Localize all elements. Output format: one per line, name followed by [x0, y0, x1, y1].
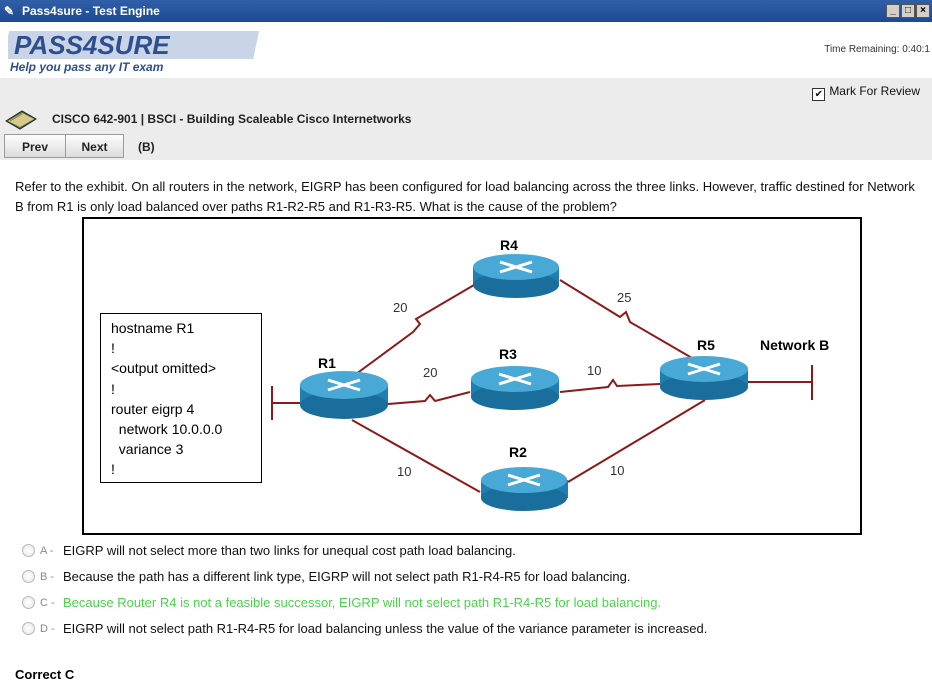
- config-line: router eigrp 4: [111, 400, 195, 417]
- option-d-radio[interactable]: [22, 622, 35, 635]
- config-line: hostname R1: [111, 320, 195, 336]
- option-c-radio[interactable]: [22, 596, 35, 609]
- link-r3-r5: [559, 378, 661, 393]
- option-b-radio[interactable]: [22, 570, 35, 583]
- mark-for-review-checkbox[interactable]: ✔: [812, 88, 826, 101]
- exam-title: CISCO 642-901 | BSCI - Building Scaleabl…: [52, 112, 412, 126]
- logo-main: PASS4SURE: [14, 30, 170, 60]
- time-remaining: Time Remaining: 0:40:1: [824, 44, 930, 55]
- option-a-letter: A -: [40, 545, 54, 557]
- router-r2: [481, 467, 568, 511]
- link-r1-r4: [351, 284, 475, 378]
- link-r1-r3: [387, 391, 471, 405]
- app-icon: ✎: [4, 4, 15, 18]
- option-b-text: Because the path has a different link ty…: [63, 569, 631, 584]
- window-title: Pass4sure - Test Engine: [22, 4, 160, 18]
- option-a-radio[interactable]: [22, 544, 35, 557]
- toolbar-area: ✔Mark For Review CISCO 642-901 | BSCI - …: [0, 78, 932, 160]
- cost-r1-r3: 20: [423, 365, 437, 380]
- mark-for-review[interactable]: ✔Mark For Review: [812, 84, 920, 101]
- option-c-letter: C -: [40, 597, 55, 609]
- question-text: Refer to the exhibit. On all routers in …: [15, 179, 915, 214]
- cost-r4-r5: 25: [617, 290, 631, 305]
- mark-for-review-label: Mark For Review: [829, 84, 920, 98]
- header: PASS4SURE Help you pass any IT exam Time…: [0, 22, 932, 78]
- cost-r2-r5: 10: [610, 463, 624, 478]
- config-line: !: [111, 340, 115, 357]
- config-line: <output omitted>: [111, 360, 217, 377]
- pass4sure-logo: PASS4SURE Help you pass any IT exam: [8, 30, 260, 74]
- window-title-bar: ✎ Pass4sure - Test Engine _ □ ×: [0, 0, 932, 22]
- router-r5: [660, 356, 748, 400]
- router-r3-label: R3: [499, 346, 517, 362]
- router-r3: [471, 366, 559, 410]
- network-b-label: Network B: [760, 337, 829, 353]
- router-r4-label: R4: [500, 237, 518, 253]
- question-id: (B): [138, 140, 155, 154]
- prev-button[interactable]: Prev: [4, 134, 66, 158]
- option-b-letter: B -: [40, 571, 55, 583]
- next-button[interactable]: Next: [65, 134, 124, 158]
- cost-r1-r2: 10: [397, 464, 411, 479]
- cost-r3-r5: 10: [587, 363, 601, 378]
- logo-tagline: Help you pass any IT exam: [10, 60, 164, 74]
- minimize-button[interactable]: _: [886, 4, 900, 18]
- router-r4: [473, 254, 559, 298]
- maximize-button[interactable]: □: [901, 4, 915, 18]
- r1-config-box: hostname R1! <output omitted>! router eigr…: [100, 313, 262, 483]
- link-r4-r5: [559, 279, 693, 359]
- config-line: !: [111, 380, 115, 397]
- router-r1: [300, 371, 388, 419]
- link-r2-r5: [567, 399, 706, 483]
- option-c-text: Because Router R4 is not a feasible succ…: [63, 595, 662, 610]
- config-line: !: [111, 461, 115, 478]
- router-r2-label: R2: [509, 444, 527, 460]
- option-a-text: EIGRP will not select more than two link…: [63, 543, 516, 558]
- book-icon: [5, 110, 37, 130]
- close-button[interactable]: ×: [916, 4, 930, 18]
- router-r1-label: R1: [318, 355, 336, 371]
- link-r1-r2: [351, 419, 481, 493]
- config-line: network 10.0.0.0: [111, 421, 223, 438]
- option-d-text: EIGRP will not select path R1-R4-R5 for …: [63, 621, 708, 636]
- option-d-letter: D -: [40, 623, 55, 635]
- config-line: variance 3: [111, 441, 184, 458]
- correct-answer: Correct C: [15, 667, 75, 682]
- cost-r1-r4: 20: [393, 300, 407, 315]
- router-r5-label: R5: [697, 337, 715, 353]
